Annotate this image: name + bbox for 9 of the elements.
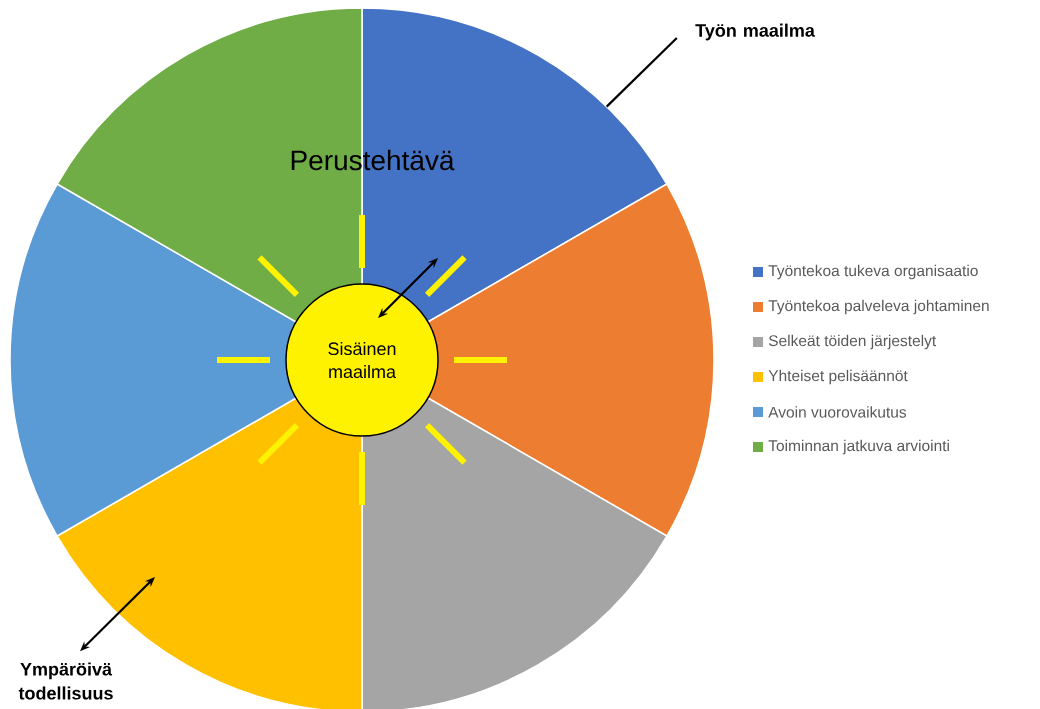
callout-text: Työn maailma [695, 23, 815, 41]
legend-label: Toiminnan jatkuva arviointi [768, 439, 949, 455]
legend-label: Työntekoa tukeva organisaatio [768, 264, 978, 280]
double-arrow [378, 258, 438, 318]
legend-label: Yhteiset pelisäännöt [768, 369, 908, 385]
legend-label: Selkeät töiden järjestelyt [768, 334, 937, 350]
legend-label: Avoin vuorovaikutus [768, 406, 907, 418]
leader-line [605, 37, 678, 108]
legend-label: Työntekoa palveleva johtaminen [768, 299, 989, 315]
